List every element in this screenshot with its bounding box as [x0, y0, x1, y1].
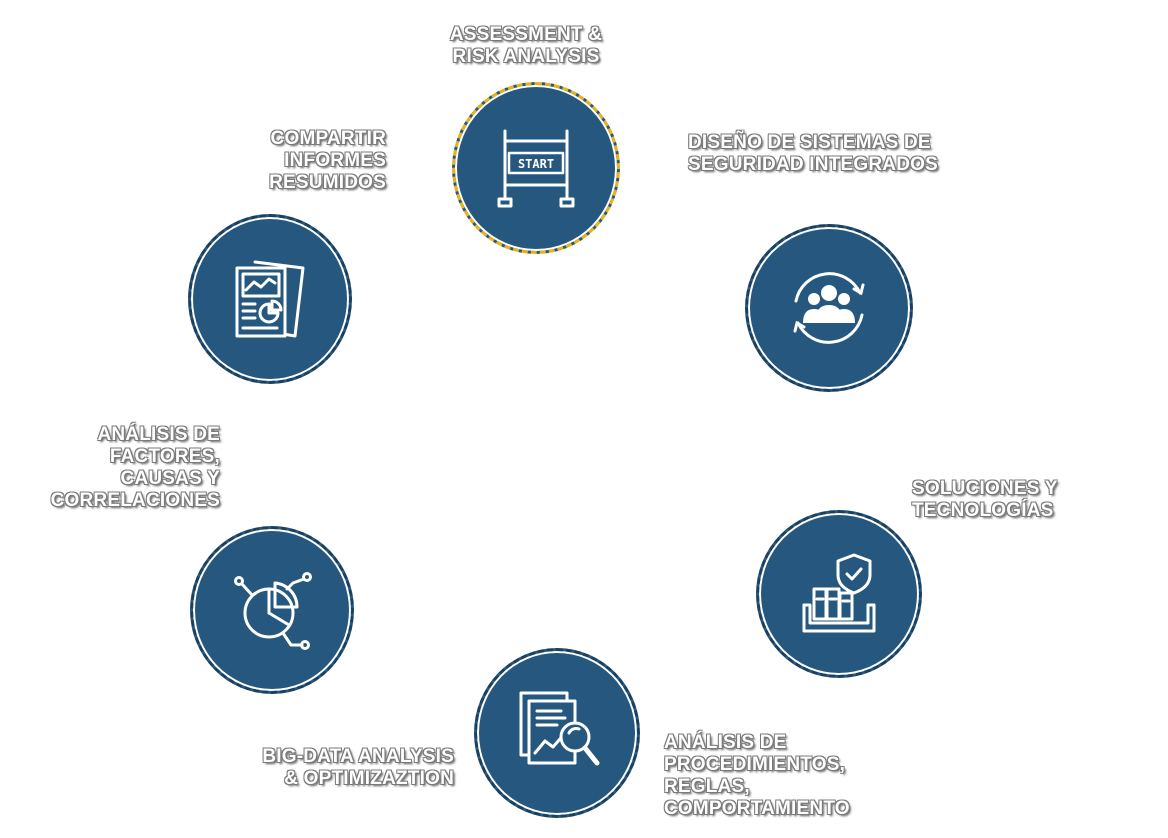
step-label-procedimientos: ANÁLISIS DE PROCEDIMIENTOS, REGLAS, COMP… [664, 732, 850, 819]
step-node-diseno[interactable] [745, 224, 913, 392]
start-gate-icon: START [491, 123, 581, 213]
step-label-assessment: ASSESSMENT & RISK ANALYSIS [449, 24, 603, 67]
step-label-compartir: COMPARTIR INFORMES RESUMIDOS [269, 128, 386, 193]
step-node-procedimientos[interactable] [474, 648, 640, 818]
step-node-compartir[interactable] [188, 214, 352, 384]
step-label-soluciones: SOLUCIONES Y TECNOLOGÍAS [912, 478, 1058, 521]
step-node-soluciones[interactable] [756, 510, 922, 678]
step-label-analisis-factores: ANÁLISIS DE FACTORES, CAUSAS Y CORRELACI… [50, 424, 220, 511]
step-node-assessment[interactable]: START [452, 82, 620, 254]
step-label-diseno: DISEÑO DE SISTEMAS DE SEGURIDAD INTEGRAD… [688, 132, 938, 175]
start-gate-text: START [518, 157, 554, 171]
report-chart-icon [225, 254, 315, 344]
document-search-icon [511, 687, 603, 779]
step-node-bigdata[interactable] [190, 526, 354, 694]
step-label-bigdata: BIG-DATA ANALYSIS & OPTIMIZAZTION [262, 746, 454, 789]
team-cycle-icon [784, 263, 874, 353]
secure-storage-icon [794, 549, 884, 639]
pie-analytics-icon [227, 565, 317, 655]
